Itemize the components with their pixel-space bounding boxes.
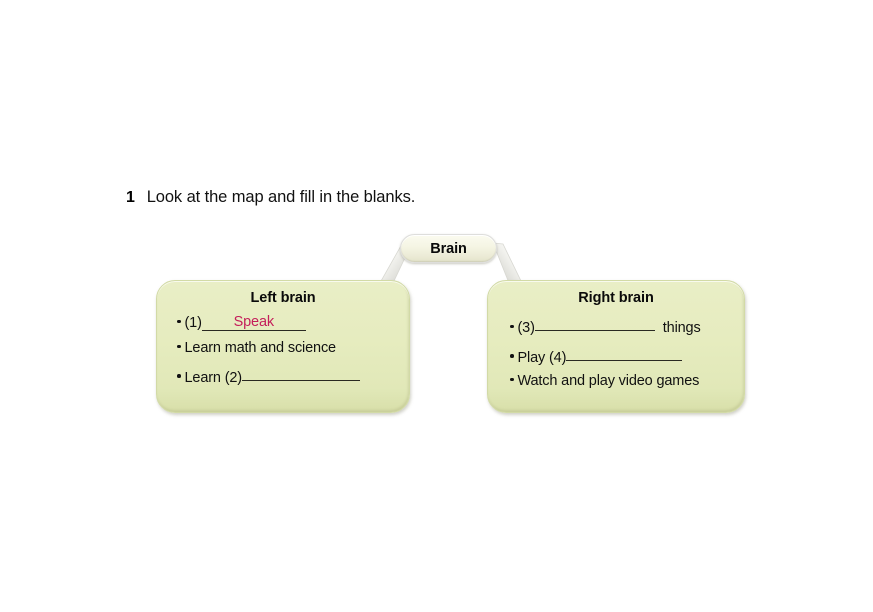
bullet-dot-icon xyxy=(510,324,514,328)
bullet-dot-icon xyxy=(510,377,514,381)
item-prefix: Watch and play video games xyxy=(517,373,700,389)
mind-map-root-label: Brain xyxy=(430,240,467,257)
branch-title-right-brain: Right brain xyxy=(578,290,654,306)
list-item: Play (4) xyxy=(488,345,744,366)
branch-title-left-brain: Left brain xyxy=(250,290,316,306)
list-item: (1) Speak xyxy=(157,314,409,332)
answer-blank-1[interactable]: Speak xyxy=(201,314,306,331)
item-prefix: (1) xyxy=(184,315,202,331)
bullet-dot-icon xyxy=(177,344,181,348)
exercise-instruction-text: Look at the map and fill in the blanks. xyxy=(146,188,416,206)
answer-blank-3[interactable] xyxy=(534,314,655,331)
list-item: Learn math and science xyxy=(157,341,409,356)
item-prefix: Learn math and science xyxy=(184,340,337,356)
item-suffix: things xyxy=(662,320,701,336)
list-item: (3) things xyxy=(488,315,744,336)
item-prefix: (3) xyxy=(517,320,535,336)
answer-blank-4[interactable] xyxy=(566,344,683,361)
branch-box-right-brain: Right brain (3) things Play (4) Watch an… xyxy=(487,280,745,413)
list-item: Watch and play video games xyxy=(488,374,744,389)
exercise-instruction-row: 1 Look at the map and fill in the blanks… xyxy=(126,188,415,207)
connector-right xyxy=(492,242,522,284)
bullet-dot-icon xyxy=(177,319,181,323)
item-prefix: Play (4) xyxy=(517,349,567,366)
exercise-number: 1 xyxy=(126,189,135,206)
list-item: Learn (2) xyxy=(157,365,409,386)
bullet-dot-icon xyxy=(177,374,181,378)
branch-items-left-brain: (1) Speak Learn math and science Learn (… xyxy=(157,314,409,386)
mind-map-root-node: Brain xyxy=(400,234,497,263)
branch-items-right-brain: (3) things Play (4) Watch and play video… xyxy=(488,315,744,389)
bullet-dot-icon xyxy=(510,354,514,358)
branch-box-left-brain: Left brain (1) Speak Learn math and scie… xyxy=(156,280,410,413)
answer-blank-2[interactable] xyxy=(242,364,360,381)
item-prefix: Learn (2) xyxy=(184,369,243,386)
